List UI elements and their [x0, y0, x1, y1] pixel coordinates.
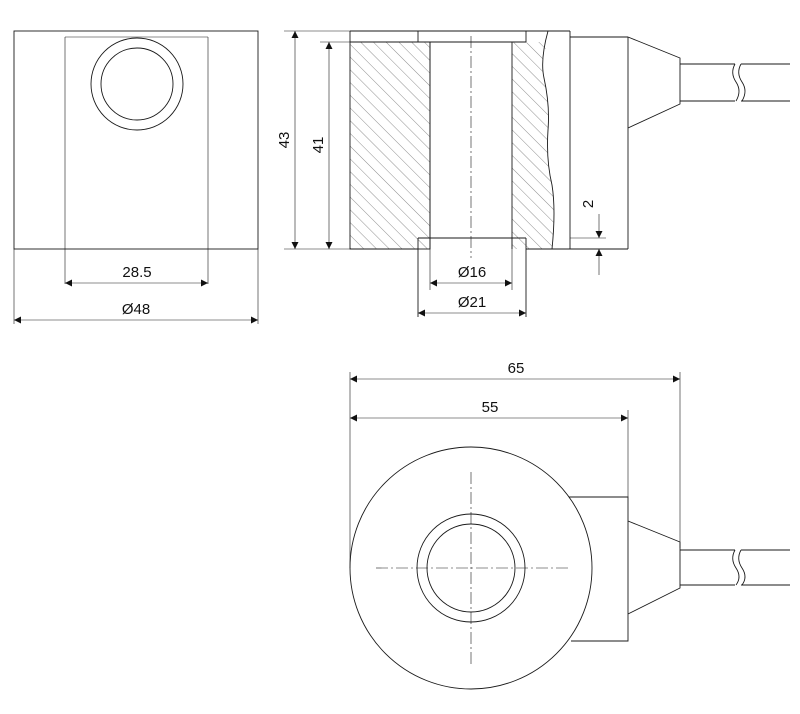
port-inner-circle	[100, 47, 174, 121]
cable-right-top	[741, 549, 790, 586]
section-view: 43 41 2 Ø16 Ø21	[276, 30, 790, 317]
side-view-outline	[13, 30, 259, 250]
cable-break-2	[738, 63, 746, 102]
hatch-right-wall	[512, 42, 554, 249]
cable-right-section	[741, 63, 790, 102]
dim-boss-diameter: Ø21	[458, 294, 486, 311]
cable-left-section	[680, 63, 735, 102]
port-outer-circle	[90, 37, 184, 131]
dim-height-body: 41	[310, 137, 327, 154]
cable-break-top-2	[738, 549, 746, 586]
cable-break-1	[732, 63, 740, 102]
cable-gland	[627, 36, 681, 129]
dim-length-overall: 65	[508, 360, 525, 377]
side-view: 28.5 Ø48	[13, 30, 259, 324]
hatch-left-wall	[350, 42, 430, 249]
dim-length-body: 55	[482, 399, 499, 416]
cable-left-top	[680, 549, 735, 586]
dim-diameter-outer: Ø48	[122, 301, 150, 318]
dim-recess-depth: 2	[580, 200, 597, 208]
dim-width-inner: 28.5	[122, 264, 151, 281]
top-view: 65 55	[349, 360, 790, 690]
dim-bore-diameter: Ø16	[458, 264, 486, 281]
break-line	[542, 30, 555, 250]
cable-break-top-1	[732, 549, 740, 586]
connector-housing	[569, 496, 629, 642]
dim-height-overall: 43	[276, 132, 293, 149]
cable-gland-top	[627, 520, 681, 615]
